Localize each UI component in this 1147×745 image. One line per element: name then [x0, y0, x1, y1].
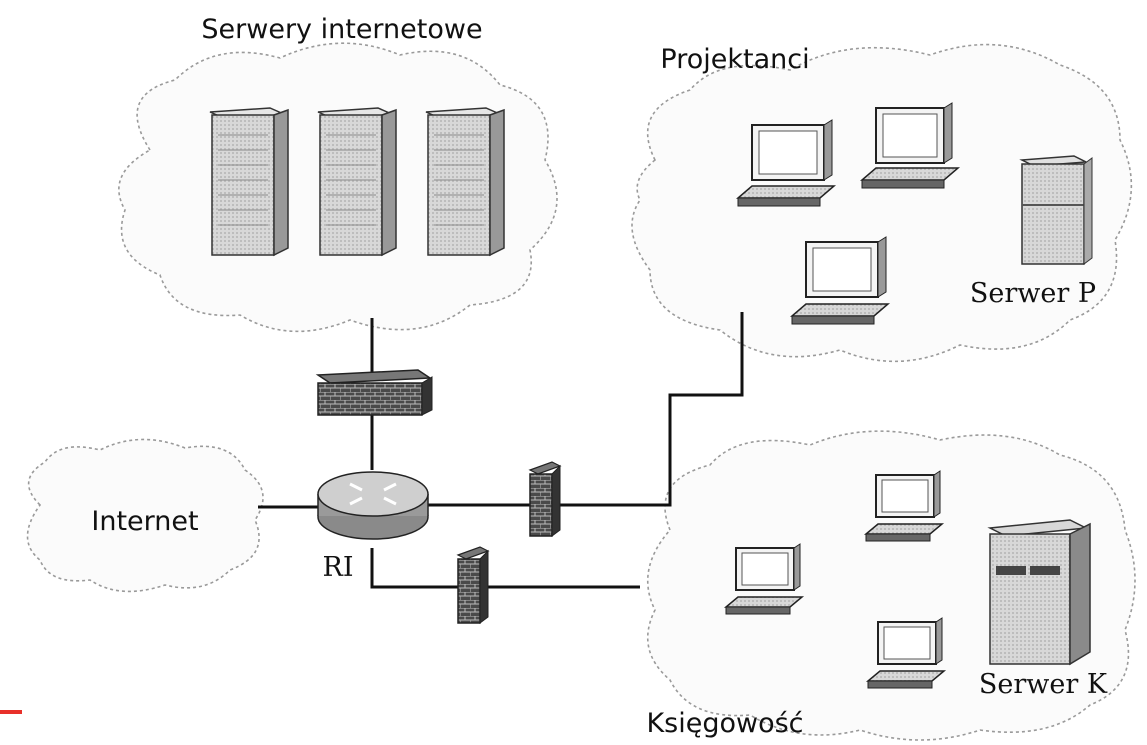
rack-server-icon [209, 107, 289, 257]
server-p-icon [1019, 155, 1093, 265]
rack-server-icon [425, 107, 505, 257]
internet-cloud [26, 438, 264, 593]
computer-icon [863, 470, 945, 542]
server-k-label: Serwer K [979, 669, 1108, 700]
router-label: RI [323, 552, 354, 583]
rack-server-icon [317, 107, 397, 257]
server-p-label: Serwer P [970, 278, 1096, 309]
accent-mark [0, 710, 22, 714]
accounting-cloud-label: Księgowość [646, 708, 803, 739]
firewall-icon [315, 369, 433, 416]
computer-icon [723, 543, 805, 615]
link-router-designers [425, 312, 744, 507]
designers-cloud [631, 43, 1133, 363]
computer-icon [789, 236, 891, 325]
firewall-icon [528, 461, 562, 537]
designers-cloud-label: Projektanci [660, 44, 809, 75]
router-icon [317, 471, 429, 540]
server-k-icon [987, 519, 1091, 666]
link-router-accounting [370, 548, 640, 589]
computer-icon [859, 102, 961, 189]
computer-icon [735, 119, 837, 207]
internet-cloud-label: Internet [91, 506, 198, 537]
computer-icon [865, 617, 947, 689]
servers-cloud-label: Serwery internetowe [201, 14, 482, 45]
firewall-icon [456, 546, 490, 624]
